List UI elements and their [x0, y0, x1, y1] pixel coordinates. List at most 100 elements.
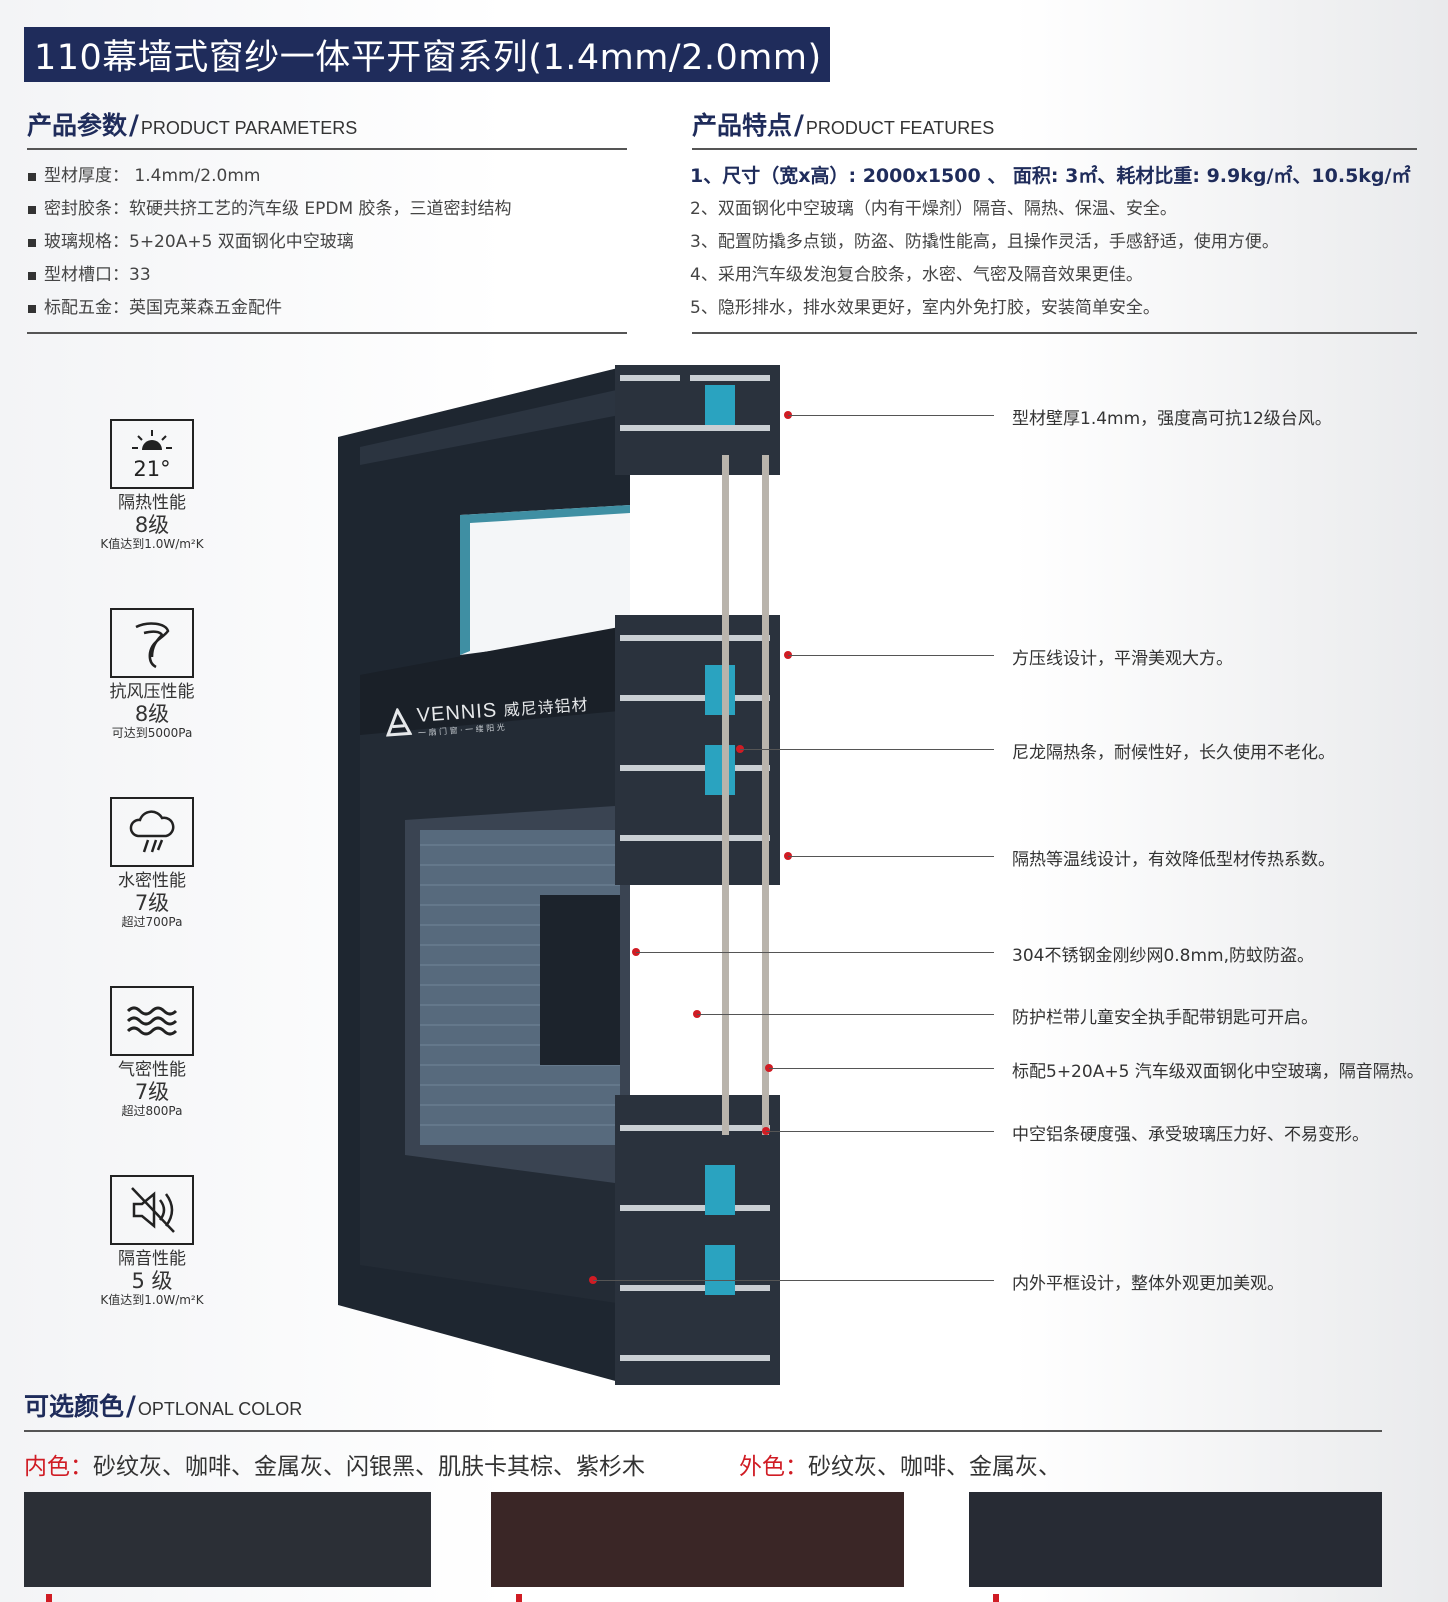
parameter-item: 玻璃规格：5+20A+5 双面钢化中空玻璃	[28, 226, 512, 259]
outer-color-list: 砂纹灰、咖啡、金属灰、	[808, 1454, 1061, 1480]
parameters-bottom-rule	[27, 332, 627, 334]
parameter-text: 标配五金：英国克莱森五金配件	[44, 298, 282, 318]
features-header: 产品特点 / PRODUCT FEATURES	[692, 106, 994, 142]
performance-label: 隔热性能	[118, 493, 186, 513]
sun-temperature-icon: 21°	[110, 419, 194, 489]
performance-level: 7级	[134, 1080, 170, 1104]
callout-text: 方压线设计，平滑美观大方。	[1012, 649, 1233, 669]
swatch-marker	[46, 1594, 52, 1602]
feature-item: 2、双面钢化中空玻璃（内有干燥剂）隔音、隔热、保温、安全。	[690, 199, 1177, 219]
mute-speaker-icon	[110, 1175, 194, 1245]
inner-color-label: 内色：	[24, 1454, 93, 1480]
callout-text: 中空铝条硬度强、承受玻璃压力好、不易变形。	[1012, 1125, 1369, 1145]
air-wave-icon	[110, 986, 194, 1056]
parameter-text: 型材厚度： 1.4mm/2.0mm	[44, 166, 261, 186]
color-swatch	[491, 1492, 904, 1587]
colors-header: 可选颜色 / OPTLONAL COLOR	[24, 1387, 302, 1423]
bullet-icon	[28, 172, 36, 181]
performance-label: 水密性能	[118, 871, 186, 891]
wind-icon	[110, 608, 194, 678]
callout-line	[697, 1014, 994, 1015]
callout-line	[636, 952, 994, 953]
callout-line	[788, 856, 994, 857]
color-swatch	[969, 1492, 1382, 1587]
parameter-item: 型材厚度： 1.4mm/2.0mm	[28, 160, 512, 193]
callout-text: 304不锈钢金刚纱网0.8mm,防蚊防盗。	[1012, 946, 1315, 966]
swatch-marker	[993, 1594, 999, 1602]
parameters-title-cn: 产品参数	[27, 111, 128, 140]
colors-rule	[24, 1430, 1382, 1432]
feature-item: 5、隐形排水，排水效果更好，室内外免打胶，安装简单安全。	[690, 298, 1160, 318]
inner-colors: 内色：砂纹灰、咖啡、金属灰、闪银黑、肌肤卡其棕、紫杉木	[24, 1447, 645, 1481]
parameter-text: 玻璃规格：5+20A+5 双面钢化中空玻璃	[44, 232, 354, 252]
features-top-rule	[692, 148, 1417, 150]
bullet-icon	[28, 205, 36, 214]
performance-note: K值达到1.0W/m²K	[100, 1293, 204, 1307]
parameter-item: 标配五金：英国克莱森五金配件	[28, 292, 512, 325]
bullet-icon	[28, 304, 36, 313]
parameters-top-rule	[27, 148, 627, 150]
outer-colors: 外色：砂纹灰、咖啡、金属灰、	[739, 1447, 1061, 1481]
performance-insulation: 21° 隔热性能 8级 K值达到1.0W/m²K	[92, 419, 212, 551]
slash-divider: /	[126, 1391, 136, 1422]
performance-note: 超过700Pa	[121, 915, 183, 929]
rain-cloud-icon	[110, 797, 194, 867]
window-section-illustration	[338, 365, 780, 1385]
performance-wind-pressure: 抗风压性能 8级 可达到5000Pa	[92, 608, 212, 740]
bullet-icon	[28, 238, 36, 247]
features-bottom-rule	[692, 332, 1417, 334]
performance-water-tightness: 水密性能 7级 超过700Pa	[92, 797, 212, 929]
callout-text: 防护栏带儿童安全执手配带钥匙可开启。	[1012, 1008, 1318, 1028]
callout-line	[769, 1068, 994, 1069]
features-title-en: PRODUCT FEATURES	[805, 118, 995, 138]
parameter-text: 型材槽口：33	[44, 265, 151, 285]
svg-text:21°: 21°	[133, 457, 170, 481]
parameter-item: 型材槽口：33	[28, 259, 512, 292]
parameters-list: 型材厚度： 1.4mm/2.0mm 密封胶条：软硬共挤工艺的汽车级 EPDM 胶…	[28, 160, 512, 325]
performance-level: 8级	[134, 513, 170, 537]
outer-color-label: 外色：	[739, 1454, 808, 1480]
title-bar: 110幕墙式窗纱一体平开窗系列(1.4mm/2.0mm)	[24, 27, 830, 82]
performance-level: 8级	[134, 702, 170, 726]
features-title-cn: 产品特点	[692, 111, 793, 140]
performance-label: 抗风压性能	[109, 682, 195, 702]
bullet-icon	[28, 271, 36, 280]
callout-line	[766, 1131, 994, 1132]
callout-text: 型材壁厚1.4mm，强度高可抗12级台风。	[1012, 409, 1332, 429]
performance-sound-insulation: 隔音性能 5 级 K值达到1.0W/m²K	[92, 1175, 212, 1307]
performance-level: 5 级	[131, 1269, 173, 1293]
performance-air-tightness: 气密性能 7级 超过800Pa	[92, 986, 212, 1118]
page-title: 110幕墙式窗纱一体平开窗系列(1.4mm/2.0mm)	[34, 38, 822, 78]
performance-label: 隔音性能	[118, 1249, 186, 1269]
callout-line	[593, 1280, 994, 1281]
callout-text: 尼龙隔热条，耐候性好，长久使用不老化。	[1012, 743, 1335, 763]
performance-level: 7级	[134, 891, 170, 915]
slash-divider: /	[794, 110, 804, 141]
color-swatch	[24, 1492, 431, 1587]
performance-note: 超过800Pa	[121, 1104, 183, 1118]
feature-item: 4、采用汽车级发泡复合胶条，水密、气密及隔音效果更佳。	[690, 265, 1143, 285]
performance-note: 可达到5000Pa	[111, 726, 193, 740]
colors-title-cn: 可选颜色	[24, 1392, 125, 1421]
callout-text: 内外平框设计，整体外观更加美观。	[1012, 1274, 1284, 1294]
callout-line	[740, 749, 994, 750]
swatch-marker	[516, 1594, 522, 1602]
feature-item: 3、配置防撬多点锁，防盗、防撬性能高，且操作灵活，手感舒适，使用方便。	[690, 232, 1279, 252]
performance-label: 气密性能	[118, 1060, 186, 1080]
colors-title-en: OPTLONAL COLOR	[137, 1399, 303, 1419]
inner-color-list: 砂纹灰、咖啡、金属灰、闪银黑、肌肤卡其棕、紫杉木	[93, 1454, 645, 1480]
callout-line	[788, 655, 994, 656]
callout-line	[788, 415, 994, 416]
performance-note: K值达到1.0W/m²K	[100, 537, 204, 551]
features-list: 1、尺寸（宽x高）: 2000x1500 、 面积: 3㎡、耗材比重: 9.9k…	[690, 160, 1410, 325]
callout-text: 隔热等温线设计，有效降低型材传热系数。	[1012, 850, 1335, 870]
brand-name-cn: 威尼诗铝材	[503, 696, 590, 720]
parameter-item: 密封胶条：软硬共挤工艺的汽车级 EPDM 胶条，三道密封结构	[28, 193, 512, 226]
parameter-text: 密封胶条：软硬共挤工艺的汽车级 EPDM 胶条，三道密封结构	[44, 199, 512, 219]
brand-logo-icon	[385, 707, 413, 737]
slash-divider: /	[129, 110, 139, 141]
parameters-header: 产品参数 / PRODUCT PARAMETERS	[27, 106, 357, 142]
parameters-title-en: PRODUCT PARAMETERS	[140, 118, 358, 138]
callout-text: 标配5+20A+5 汽车级双面钢化中空玻璃，隔音隔热。	[1012, 1062, 1424, 1082]
brand-logo: VENNIS 威尼诗铝材 一 扇 门 窗 · 一 缕 阳 光	[384, 691, 590, 741]
